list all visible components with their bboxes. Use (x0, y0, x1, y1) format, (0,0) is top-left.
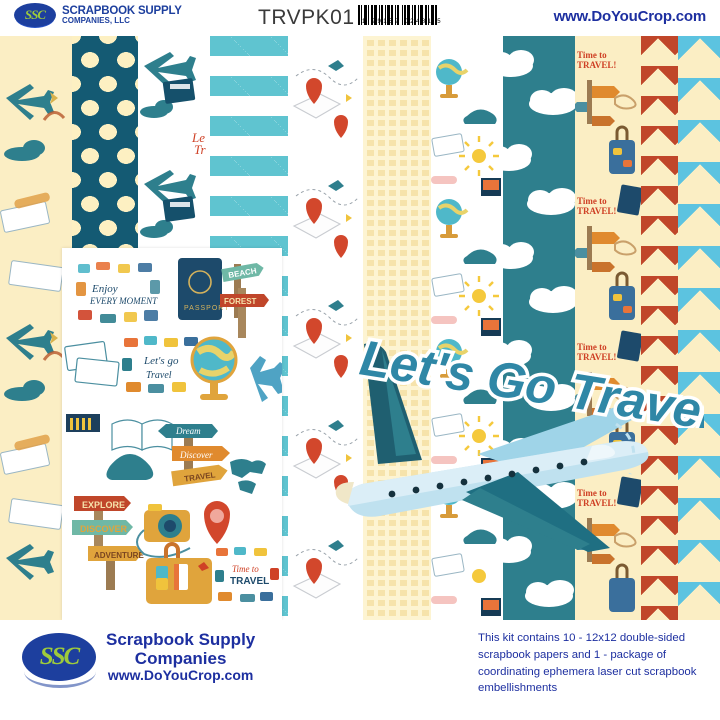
ephemera-pieces-icon: Enjoy EVERY MOMENT PASSPORT BEACH FOREST (64, 258, 282, 604)
brand-line1: SCRAPBOOK SUPPLY (62, 4, 182, 17)
svg-text:FOREST: FOREST (224, 297, 257, 306)
footer-website-link[interactable]: www.DoYouCrop.com (107, 667, 254, 684)
svg-text:TRAVEL!: TRAVEL! (577, 352, 616, 362)
map-pins-pattern-icon (292, 60, 359, 599)
barcode-digits: 1 29152 02481 5 (362, 19, 444, 25)
brand-logo-header: SSC SCRAPBOOK SUPPLY COMPANIES, LLC (14, 3, 182, 27)
svg-text:Time to: Time to (577, 342, 607, 352)
brand-name-footer: Scrapbook Supply Companies www.DoYouCrop… (106, 630, 255, 684)
svg-text:DISCOVER: DISCOVER (80, 524, 128, 534)
paper-strip-white-map-pins (288, 36, 363, 620)
product-sku: TRVPK01 (258, 6, 355, 29)
paper-strip-blue-arrow-chevron (678, 36, 720, 620)
airplane-illustration-icon (335, 343, 649, 552)
svg-text:Tr: Tr (194, 142, 207, 157)
footer-brand-line2: Companies (134, 649, 227, 669)
barcode-bars (358, 5, 463, 25)
svg-text:Time to: Time to (577, 488, 607, 498)
brand-name-header: SCRAPBOOK SUPPLY COMPANIES, LLC (62, 5, 182, 25)
ssc-logo-mark-footer-icon: SSC (22, 632, 96, 688)
ephemera-sheet: Enjoy EVERY MOMENT PASSPORT BEACH FOREST (62, 248, 282, 620)
globes-sun-postcards-pattern-icon (431, 59, 501, 616)
svg-text:TRAVEL: TRAVEL (230, 576, 269, 587)
svg-text:Travel: Travel (146, 370, 172, 381)
brand-line2: COMPANIES, LLC (62, 15, 130, 25)
header-website-link[interactable]: www.DoYouCrop.com (553, 8, 707, 25)
paper-strip-cream-airplanes-tickets (0, 36, 72, 620)
barcode: 1 29152 02481 5 (358, 5, 463, 31)
ssc-logo-text-footer: SSC (39, 642, 81, 670)
svg-text:PASSPORT: PASSPORT (184, 305, 229, 312)
page-footer: SSC Scrapbook Supply Companies www.DoYou… (0, 620, 720, 720)
svg-text:ADVENTURE: ADVENTURE (94, 551, 144, 560)
svg-text:Enjoy: Enjoy (91, 283, 118, 295)
paper-strip-cream-ticket-grid (363, 36, 431, 620)
footer-brand-line1: Scrapbook Supply (106, 630, 256, 649)
ssc-logo-text: SSC (24, 7, 46, 22)
kit-description: This kit contains 10 - 12x12 double-side… (478, 632, 697, 695)
svg-text:EVERY MOMENT: EVERY MOMENT (89, 296, 158, 306)
page-header: SSC SCRAPBOOK SUPPLY COMPANIES, LLC TRVP… (0, 0, 720, 36)
svg-text:TRAVEL: TRAVEL (184, 470, 216, 483)
paper-strip-white-globes-sun (431, 36, 503, 620)
svg-text:Let's go: Let's go (143, 355, 179, 367)
brand-logo-footer: SSC Scrapbook Supply Companies www.DoYou… (22, 630, 255, 688)
svg-text:Discover: Discover (179, 450, 213, 460)
ssc-logo-mark-icon: SSC (14, 3, 56, 27)
svg-text:Time to: Time to (577, 50, 607, 60)
airplane-tickets-pattern-icon (0, 84, 66, 580)
clouds-pattern-icon (503, 50, 575, 607)
paper-strip-red-arrow-chevron (641, 36, 678, 620)
svg-text:TRAVEL!: TRAVEL! (577, 498, 616, 508)
svg-text:Le: Le (191, 130, 205, 145)
svg-text:TRAVEL!: TRAVEL! (577, 60, 616, 70)
svg-text:Time to: Time to (232, 564, 259, 574)
svg-text:EXPLORE: EXPLORE (82, 500, 125, 510)
svg-text:TRAVEL!: TRAVEL! (577, 206, 616, 216)
svg-text:Dream: Dream (175, 426, 201, 436)
svg-text:Time to: Time to (577, 196, 607, 206)
